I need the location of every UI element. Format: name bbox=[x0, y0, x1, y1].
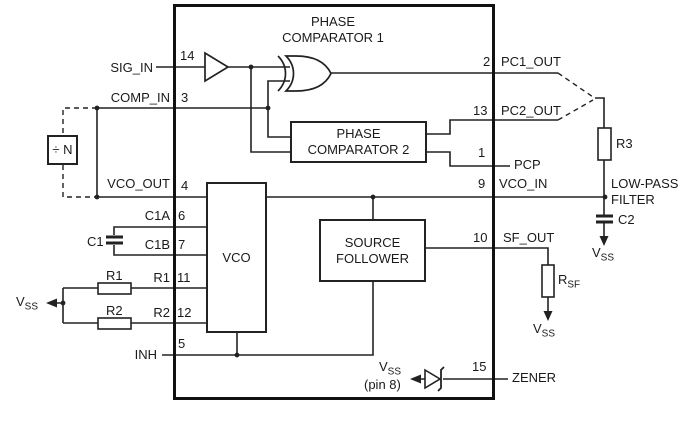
resistor-r3 bbox=[597, 127, 612, 161]
pin-name-pc1-out: PC1_OUT bbox=[501, 54, 561, 69]
zener-diode bbox=[424, 366, 445, 392]
pin-name-c1a: C1A bbox=[144, 208, 170, 223]
circuit-wires bbox=[55, 66, 605, 380]
vss-sub: SS bbox=[541, 328, 556, 340]
phase-comparator-1-line2: COMPARATOR 1 bbox=[282, 30, 384, 45]
resistor-r3-label: R3 bbox=[616, 136, 633, 151]
vss-sub: SS bbox=[387, 366, 402, 378]
low-pass-filter-label-line1: LOW-PASS bbox=[611, 176, 679, 191]
vss-label-c2: VSS bbox=[592, 246, 614, 264]
phase-comparator-2-block: PHASE COMPARATOR 2 bbox=[290, 121, 427, 163]
vss-label-left: VSS bbox=[16, 295, 38, 313]
pin-number-2: 2 bbox=[483, 54, 491, 69]
capacitor-c1-label: C1 bbox=[87, 234, 104, 249]
pin-number-13: 13 bbox=[473, 103, 488, 118]
vco-block: VCO bbox=[206, 182, 267, 333]
divide-by-n-label: ÷ N bbox=[52, 142, 73, 157]
capacitor-c1 bbox=[106, 235, 123, 245]
pin-name-pcp: PCP bbox=[514, 157, 541, 172]
rsf-sub: SF bbox=[567, 279, 581, 291]
capacitor-c2-label: C2 bbox=[618, 212, 635, 227]
pin-number-10: 10 bbox=[473, 230, 488, 245]
vss-main: V bbox=[379, 359, 388, 374]
pin-name-r2: R2 bbox=[153, 305, 170, 320]
vss-rsf-arrow bbox=[543, 311, 553, 321]
pin-number-12: 12 bbox=[177, 305, 192, 320]
pin-number-1: 1 bbox=[478, 145, 486, 160]
pin-number-15: 15 bbox=[472, 359, 487, 374]
pin-number-14: 14 bbox=[180, 48, 195, 63]
pin-number-11: 11 bbox=[177, 270, 191, 285]
resistor-r2 bbox=[97, 317, 132, 330]
resistor-r1 bbox=[97, 282, 132, 295]
pin-number-3: 3 bbox=[181, 90, 189, 105]
pin-name-vco-in: VCO_IN bbox=[499, 176, 548, 191]
pin-name-c1b: C1B bbox=[144, 237, 170, 252]
vss-main: V bbox=[16, 294, 25, 309]
vss-main: V bbox=[533, 321, 542, 336]
capacitor-c2 bbox=[596, 214, 613, 224]
resistor-rsf bbox=[541, 264, 555, 298]
dashed-wires bbox=[62, 72, 594, 198]
vss-label-pin8: VSS bbox=[379, 360, 401, 378]
xor-gate-body bbox=[283, 55, 332, 92]
vco-label: VCO bbox=[222, 249, 251, 265]
vss-sub: SS bbox=[600, 252, 615, 264]
vss-label-rsf: VSS bbox=[533, 322, 555, 340]
source-follower-block: SOURCE FOLLOWER bbox=[319, 219, 426, 282]
phase-comparator-1-line1: PHASE bbox=[310, 14, 356, 29]
vss-pin8-arrow bbox=[410, 374, 421, 384]
vss-sub: SS bbox=[24, 301, 39, 313]
resistor-r1-label: R1 bbox=[106, 268, 123, 283]
vss-left-arrow bbox=[46, 298, 57, 308]
pin-name-pc2-out: PC2_OUT bbox=[501, 103, 561, 118]
pin-name-r1: R1 bbox=[153, 270, 170, 285]
pin-name-zener: ZENER bbox=[512, 370, 557, 385]
resistors bbox=[97, 127, 612, 330]
divide-by-n-block: ÷ N bbox=[47, 135, 78, 165]
pin-number-5: 5 bbox=[178, 336, 186, 351]
phase-comparator-2-line1: PHASE bbox=[336, 126, 381, 141]
pin-name-comp-in: COMP_IN bbox=[110, 90, 170, 105]
pin-number-9: 9 bbox=[478, 176, 486, 191]
pin-number-4: 4 bbox=[181, 178, 189, 193]
vss-arrowheads bbox=[46, 236, 609, 384]
pin-name-inh: INH bbox=[134, 347, 157, 362]
low-pass-filter-label-line2: FILTER bbox=[611, 192, 655, 207]
resistor-rsf-label: RSF bbox=[558, 273, 580, 291]
source-follower-line1: SOURCE bbox=[344, 234, 401, 250]
vss-c2-arrow bbox=[599, 236, 609, 246]
pin-name-sig-in: SIG_IN bbox=[110, 60, 153, 75]
junction-dots bbox=[60, 64, 608, 358]
pin-number-7: 7 bbox=[178, 237, 186, 252]
rsf-main: R bbox=[558, 272, 568, 287]
pin-name-vco-out: VCO_OUT bbox=[107, 176, 170, 191]
resistor-r2-label: R2 bbox=[106, 303, 123, 318]
pin8-note: (pin 8) bbox=[364, 377, 401, 392]
vss-main: V bbox=[592, 245, 601, 260]
pin-number-6: 6 bbox=[178, 208, 186, 223]
pin-name-sf-out: SF_OUT bbox=[503, 230, 555, 245]
source-follower-line2: FOLLOWER bbox=[336, 250, 409, 266]
phase-comparator-1-title: PHASE COMPARATOR 1 bbox=[253, 14, 413, 46]
input-buffer-amplifier bbox=[204, 51, 230, 83]
capacitors bbox=[106, 214, 613, 245]
xor-gate-input-arc bbox=[277, 55, 287, 92]
phase-comparator-2-line2: COMPARATOR 2 bbox=[307, 142, 410, 157]
